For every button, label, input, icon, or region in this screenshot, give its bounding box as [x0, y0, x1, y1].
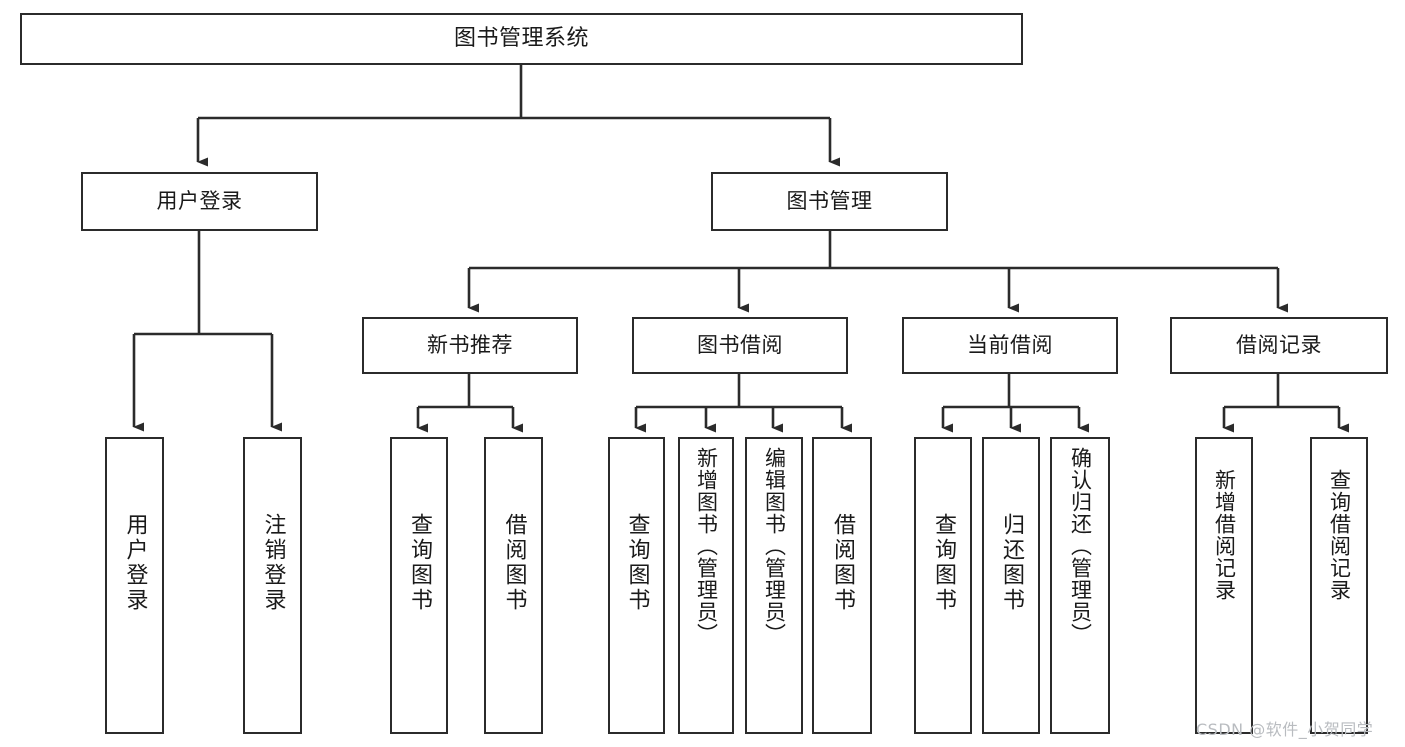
- node-label: 借阅记录: [1236, 333, 1322, 358]
- node-label: 查询图书: [931, 513, 956, 613]
- node-leaf-query-book-recommendation[interactable]: 查询图书: [390, 437, 448, 734]
- node-label: 新增图书（管理员）: [694, 447, 719, 645]
- node-label: 新书推荐: [427, 333, 513, 358]
- node-label: 注销登录: [260, 513, 286, 613]
- node-label: 确认归还（管理员）: [1068, 447, 1093, 645]
- node-leaf-borrow-book-borrowing[interactable]: 借阅图书: [812, 437, 872, 734]
- node-leaf-query-borrow-record[interactable]: 查询借阅记录: [1310, 437, 1368, 734]
- node-label: 用户登录: [156, 189, 243, 214]
- node-label: 查询借阅记录: [1327, 469, 1352, 601]
- node-label: 图书管理系统: [453, 26, 589, 52]
- node-label: 查询图书: [624, 513, 650, 613]
- node-label: 新增借阅记录: [1212, 469, 1237, 601]
- node-leaf-edit-book-admin[interactable]: 编辑图书（管理员）: [745, 437, 803, 734]
- node-borrowing-record[interactable]: 借阅记录: [1170, 317, 1388, 374]
- node-label: 借阅图书: [501, 513, 527, 613]
- node-leaf-add-borrow-record[interactable]: 新增借阅记录: [1195, 437, 1253, 734]
- node-leaf-borrow-book-recommendation[interactable]: 借阅图书: [484, 437, 543, 734]
- node-root-book-management-system[interactable]: 图书管理系统: [20, 13, 1023, 65]
- node-label: 图书管理: [786, 189, 873, 214]
- csdn-watermark: CSDN @软件_小贺同学: [1196, 720, 1374, 739]
- node-book-management[interactable]: 图书管理: [711, 172, 948, 231]
- node-book-borrowing[interactable]: 图书借阅: [632, 317, 848, 374]
- node-leaf-confirm-return-admin[interactable]: 确认归还（管理员）: [1050, 437, 1110, 734]
- node-leaf-query-book-current[interactable]: 查询图书: [914, 437, 972, 734]
- node-leaf-return-book[interactable]: 归还图书: [982, 437, 1040, 734]
- node-leaf-query-book-borrowing[interactable]: 查询图书: [608, 437, 665, 734]
- node-label: 图书借阅: [697, 333, 783, 358]
- node-label: 当前借阅: [967, 333, 1053, 358]
- node-leaf-user-login[interactable]: 用户登录: [105, 437, 164, 734]
- node-leaf-logout[interactable]: 注销登录: [243, 437, 302, 734]
- node-new-book-recommendation[interactable]: 新书推荐: [362, 317, 578, 374]
- node-user-login[interactable]: 用户登录: [81, 172, 318, 231]
- node-label: 借阅图书: [830, 513, 855, 613]
- node-label: 归还图书: [999, 513, 1024, 613]
- node-label: 用户登录: [122, 513, 148, 613]
- node-label: 编辑图书（管理员）: [762, 447, 787, 645]
- node-label: 查询图书: [407, 513, 432, 613]
- node-leaf-add-book-admin[interactable]: 新增图书（管理员）: [678, 437, 734, 734]
- node-current-borrowing[interactable]: 当前借阅: [902, 317, 1118, 374]
